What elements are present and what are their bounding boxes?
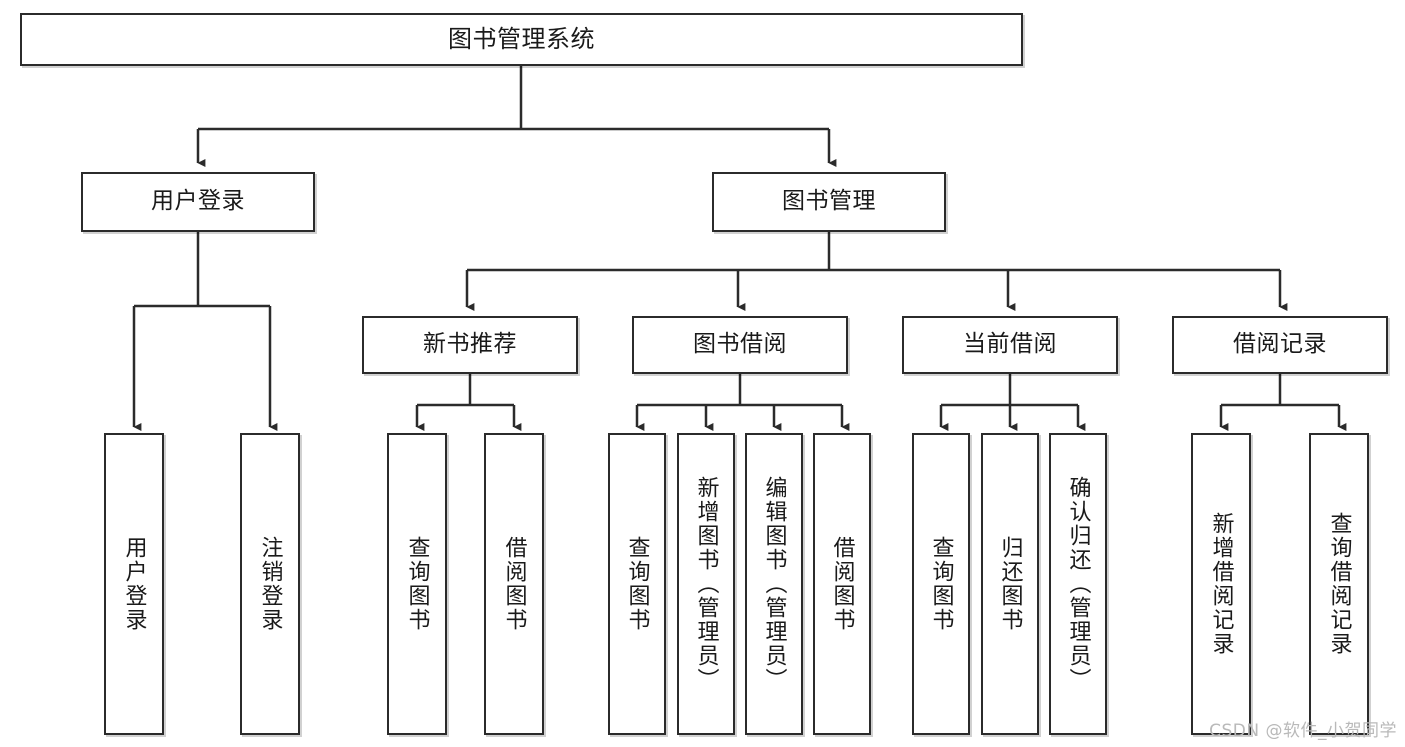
- node-leaf-add-book-label: 新增图书（管理员）: [693, 476, 719, 692]
- node-root[interactable]: 图书管理系统: [20, 13, 1023, 66]
- node-user-login[interactable]: 用户登录: [81, 172, 315, 232]
- node-leaf-query-record[interactable]: 查询借阅记录: [1309, 433, 1369, 735]
- node-leaf-borrow-book-2-label: 借阅图书: [829, 536, 855, 632]
- node-leaf-query-book-2[interactable]: 查询图书: [608, 433, 666, 735]
- node-leaf-return-book-label: 归还图书: [997, 536, 1023, 632]
- node-borrow-record-label: 借阅记录: [1233, 331, 1327, 358]
- node-borrow-record[interactable]: 借阅记录: [1172, 316, 1388, 374]
- node-leaf-return-book[interactable]: 归还图书: [981, 433, 1039, 735]
- node-book-manage[interactable]: 图书管理: [712, 172, 946, 232]
- node-leaf-confirm-return-label: 确认归还（管理员）: [1065, 476, 1091, 692]
- node-leaf-query-book-2-label: 查询图书: [624, 536, 650, 632]
- node-leaf-query-book-3[interactable]: 查询图书: [912, 433, 970, 735]
- node-leaf-add-record[interactable]: 新增借阅记录: [1191, 433, 1251, 735]
- node-user-login-label: 用户登录: [151, 188, 245, 215]
- node-leaf-borrow-book-1-label: 借阅图书: [501, 536, 527, 632]
- node-leaf-query-book-3-label: 查询图书: [928, 536, 954, 632]
- node-root-label: 图书管理系统: [448, 25, 595, 54]
- node-leaf-query-book-1[interactable]: 查询图书: [387, 433, 447, 735]
- node-book-borrow[interactable]: 图书借阅: [632, 316, 848, 374]
- node-leaf-user-login-label: 用户登录: [121, 536, 147, 632]
- node-leaf-borrow-book-1[interactable]: 借阅图书: [484, 433, 544, 735]
- node-leaf-edit-book[interactable]: 编辑图书（管理员）: [745, 433, 803, 735]
- node-current-borrow-label: 当前借阅: [963, 331, 1057, 358]
- node-leaf-user-logout-label: 注销登录: [257, 536, 283, 632]
- node-leaf-borrow-book-2[interactable]: 借阅图书: [813, 433, 871, 735]
- node-book-manage-label: 图书管理: [782, 188, 876, 215]
- node-leaf-query-record-label: 查询借阅记录: [1326, 512, 1352, 656]
- node-leaf-add-book[interactable]: 新增图书（管理员）: [677, 433, 735, 735]
- node-new-book-recommend-label: 新书推荐: [423, 331, 517, 358]
- node-new-book-recommend[interactable]: 新书推荐: [362, 316, 578, 374]
- node-leaf-user-logout[interactable]: 注销登录: [240, 433, 300, 735]
- node-book-borrow-label: 图书借阅: [693, 331, 787, 358]
- node-leaf-confirm-return[interactable]: 确认归还（管理员）: [1049, 433, 1107, 735]
- node-leaf-add-record-label: 新增借阅记录: [1208, 512, 1234, 656]
- node-leaf-user-login[interactable]: 用户登录: [104, 433, 164, 735]
- node-leaf-query-book-1-label: 查询图书: [404, 536, 430, 632]
- node-current-borrow[interactable]: 当前借阅: [902, 316, 1118, 374]
- node-leaf-edit-book-label: 编辑图书（管理员）: [761, 476, 787, 692]
- watermark-text: CSDN @软件_小贺同学: [1209, 721, 1397, 741]
